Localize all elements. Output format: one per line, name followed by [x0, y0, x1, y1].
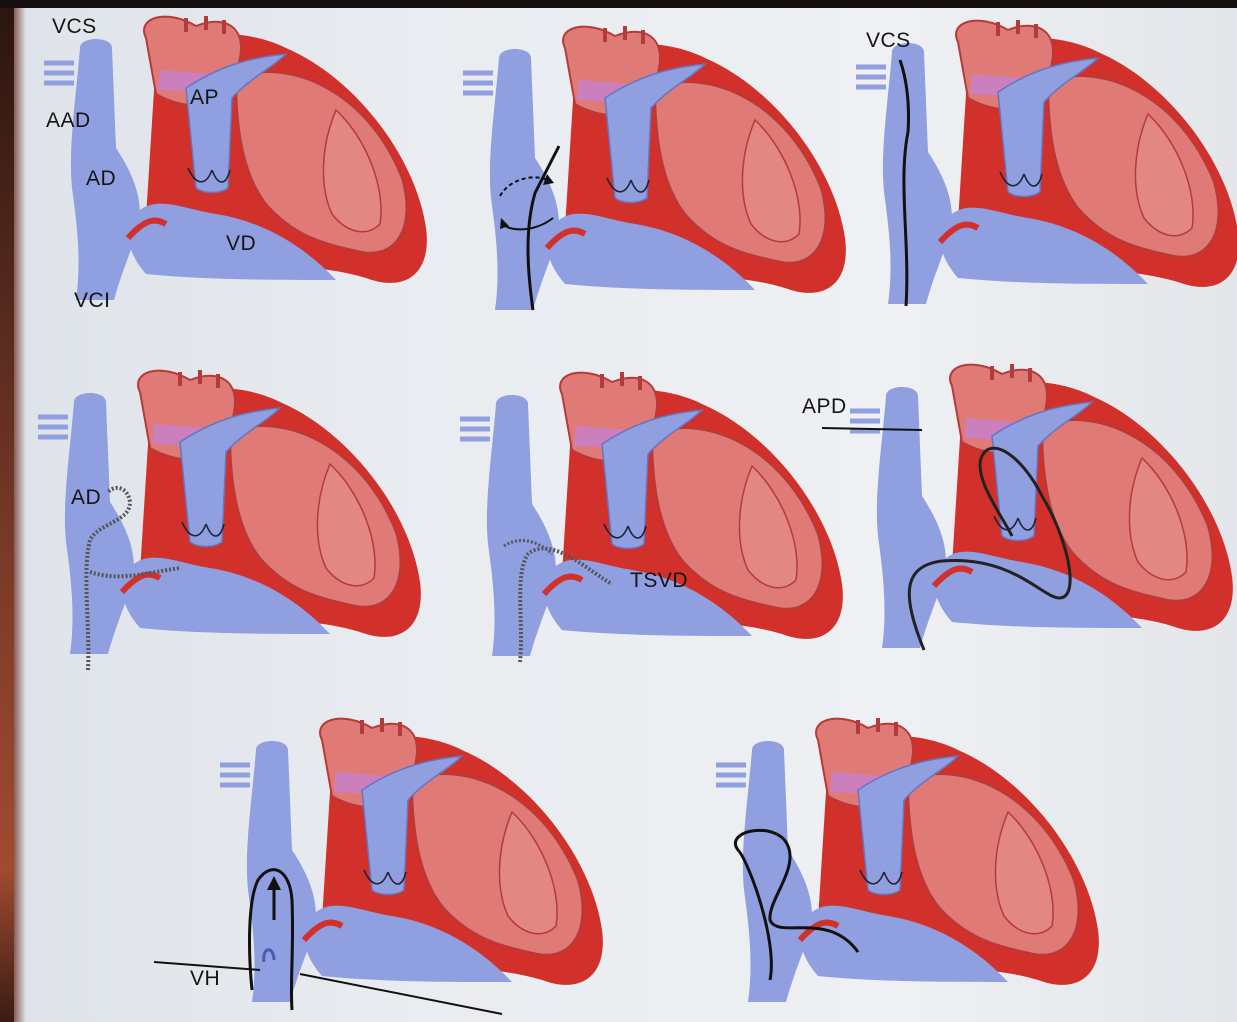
heart-panel-6: [842, 366, 1237, 666]
label-vcs: VCS: [52, 16, 97, 37]
label-vci: VCI: [74, 290, 111, 311]
heart-panel-2: [455, 28, 855, 328]
label-vh: VH: [190, 968, 220, 989]
label-tsvd: TSVD: [630, 570, 688, 591]
heart-panel-7: [212, 720, 612, 1020]
label-ad: AD: [86, 168, 116, 189]
label-vcs: VCS: [866, 30, 911, 51]
heart-panel-4: [30, 372, 430, 672]
heart-panel-3: [848, 22, 1237, 322]
heart-panel-8: [708, 720, 1108, 1020]
label-ap: AP: [190, 87, 219, 108]
heart-panel-5: [452, 374, 852, 674]
label-vd: VD: [226, 233, 256, 254]
label-apd: APD: [802, 396, 847, 417]
label-ad: AD: [71, 487, 101, 508]
label-aad: AAD: [46, 110, 91, 131]
